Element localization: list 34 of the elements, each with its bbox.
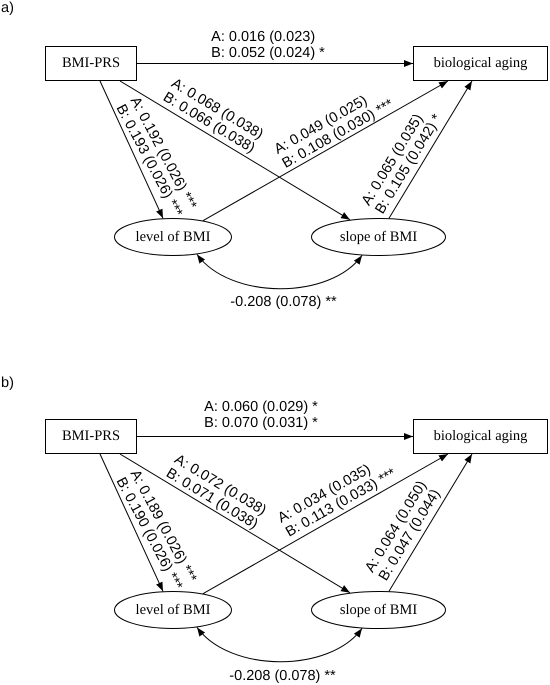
arrow — [388, 454, 472, 592]
coefficient-label: A: 0.060 (0.029) * B: 0.070 (0.031) * — [204, 398, 318, 430]
arrow — [100, 80, 164, 219]
variable-label: slope of BMI — [340, 228, 418, 246]
variable-label: slope of BMI — [340, 602, 418, 618]
variable-label: biological aging — [434, 428, 528, 445]
arrow — [120, 454, 350, 594]
variable-label: BMI-PRS — [62, 428, 120, 445]
variable-label: BMI-PRS — [62, 55, 120, 72]
arrow — [202, 454, 448, 594]
arrow — [136, 433, 414, 440]
coefficient-label: -0.208 (0.078) ** — [230, 294, 337, 310]
variable-box — [45, 46, 137, 81]
variable-ellipse — [311, 591, 446, 629]
panel-label: b) — [1, 375, 14, 392]
variable-label: level of BMI — [136, 228, 210, 246]
arrow — [100, 454, 164, 592]
variable-ellipse — [311, 218, 446, 256]
variable-box — [413, 46, 548, 81]
arrow — [136, 60, 414, 67]
coefficient-label: -0.208 (0.078) ** — [229, 668, 336, 684]
variable-box — [45, 419, 137, 454]
coefficient-label: A: 0.016 (0.023) B: 0.052 (0.024) * — [211, 28, 325, 60]
double-headed-arrow — [196, 626, 362, 662]
arrow — [202, 80, 448, 222]
variable-ellipse — [114, 591, 232, 629]
arrow — [120, 80, 350, 220]
double-headed-arrow — [196, 254, 362, 290]
arrow — [388, 80, 472, 219]
variable-ellipse — [114, 218, 232, 256]
panel-label: a) — [1, 0, 14, 17]
variable-label: level of BMI — [136, 602, 210, 618]
variable-box — [413, 419, 548, 454]
variable-label: biological aging — [434, 55, 528, 72]
